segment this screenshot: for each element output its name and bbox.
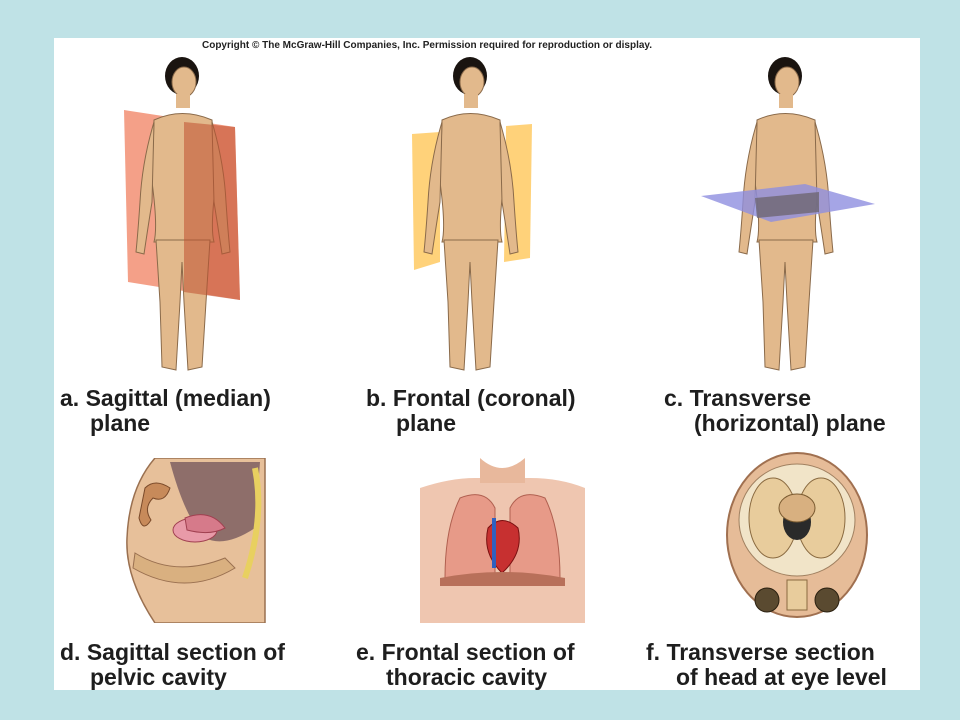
caption-line2: (horizontal) plane (694, 410, 886, 436)
caption-line1: Transverse section (666, 639, 875, 665)
caption-line1: Frontal section of (381, 639, 575, 665)
caption-letter: b. (366, 385, 387, 411)
caption-letter: a. (60, 385, 80, 411)
caption-line1: Frontal (coronal) (392, 385, 576, 411)
caption-line2: pelvic cavity (90, 664, 227, 690)
caption-line1: Transverse (689, 385, 812, 411)
caption-thoracic-section: e. Frontal section of thoracic cavity (356, 640, 575, 690)
caption-letter: c. (664, 385, 684, 411)
figure-thoracic-section (420, 458, 585, 623)
figure-head-section (726, 452, 868, 618)
caption-letter: d. (60, 639, 81, 665)
intestine (138, 482, 171, 527)
figure-pelvic-section (126, 458, 266, 623)
caption-sagittal-plane: a. Sagittal (median) plane (60, 386, 271, 436)
figure-sagittal-plane (124, 57, 240, 371)
caption-head-section: f. Transverse section of head at eye lev… (646, 640, 887, 690)
caption-frontal-plane: b. Frontal (coronal) plane (366, 386, 576, 436)
diaphragm (440, 572, 565, 586)
uterus (184, 514, 226, 534)
caption-transverse-plane: c. Transverse (horizontal) plane (664, 386, 886, 436)
caption-letter: f. (646, 639, 661, 665)
caption-letter: e. (356, 639, 376, 665)
sagittal-plane-front (184, 122, 240, 300)
right-eye (814, 587, 840, 613)
left-eye (754, 587, 780, 613)
caption-line1: Sagittal (median) (85, 385, 271, 411)
human-figure-b (423, 57, 519, 371)
caption-line2: of head at eye level (676, 664, 887, 690)
caption-line1: Sagittal section of (86, 639, 285, 665)
caption-line2: plane (396, 410, 457, 436)
caption-line2: plane (90, 410, 151, 436)
transverse-plane-overlap (755, 192, 819, 218)
caption-pelvic-section: d. Sagittal section of pelvic cavity (60, 640, 285, 690)
caption-line2: thoracic cavity (386, 664, 548, 690)
copyright-notice: Copyright © The McGraw-Hill Companies, I… (201, 40, 653, 51)
figure-transverse-plane (701, 57, 875, 371)
figure-frontal-plane (412, 57, 532, 371)
